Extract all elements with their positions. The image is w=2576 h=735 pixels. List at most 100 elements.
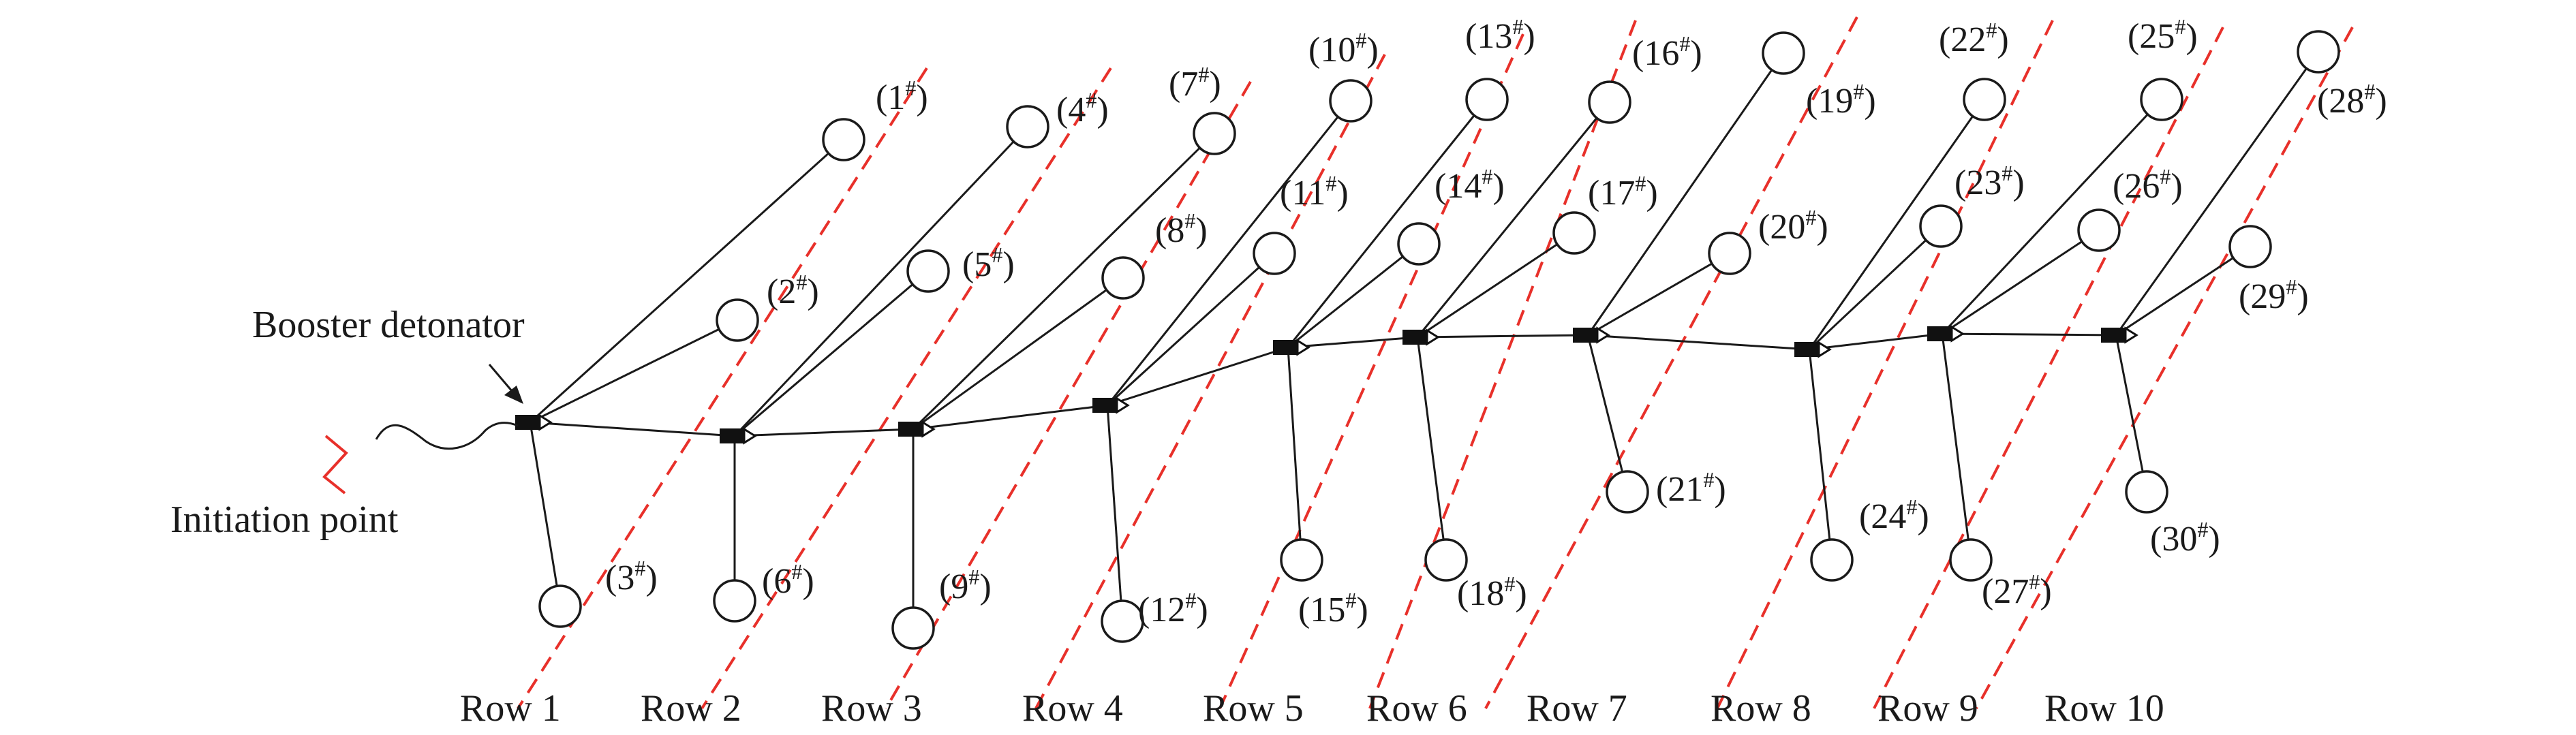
blast-hole-29: [2228, 225, 2272, 268]
blast-hole-26: [2077, 208, 2121, 252]
booster-arrowhead: [504, 386, 523, 404]
trunk-wire: [1942, 332, 2117, 337]
trunk-wire: [913, 404, 1108, 431]
blast-hole-27: [1949, 538, 1993, 582]
blast-holes: [538, 30, 2340, 650]
hole-label-9: (9#): [939, 565, 992, 606]
blast-hole-20: [1708, 232, 1751, 275]
hole-label-19: (19#): [1806, 79, 1876, 121]
row-line-6: [1368, 20, 1637, 709]
branch-wire: [1287, 347, 1303, 561]
blast-hole-12: [1101, 599, 1144, 643]
branch-wire: [733, 125, 1029, 437]
row-line-4: [1034, 54, 1386, 709]
branch-wire: [1106, 252, 1276, 407]
hole-label-20: (20#): [1758, 205, 1828, 247]
hole-label-17: (17#): [1588, 171, 1658, 213]
blast-hole-28: [2297, 30, 2340, 74]
row-line-10: [1975, 27, 2354, 709]
trunk-wire: [734, 428, 914, 437]
blast-hole-10: [1329, 79, 1373, 123]
detonating-wires: [529, 51, 2320, 628]
branch-wire: [530, 319, 738, 424]
branch-wire: [1106, 100, 1352, 406]
hole-label-18: (18#): [1457, 572, 1527, 613]
branch-wire: [1417, 232, 1575, 339]
hole-label-5: (5#): [962, 243, 1015, 284]
branch-wire: [1808, 349, 1833, 561]
branch-wire: [734, 270, 929, 437]
initiation-point-label: Initiation point: [170, 499, 399, 541]
branch-wire: [529, 138, 845, 424]
branch-wire: [912, 132, 1216, 431]
delay-detonator: [1273, 339, 1310, 356]
row-line-2: [701, 67, 1112, 710]
hole-label-10: (10#): [1308, 28, 1379, 69]
branch-wire: [1941, 98, 2163, 335]
hole-label-7: (7#): [1169, 62, 1221, 104]
branch-wire: [913, 277, 1124, 431]
delay-detonator: [898, 420, 936, 438]
branch-wire: [2115, 334, 2148, 492]
trunk-wire: [1809, 332, 1943, 351]
row-line-5: [1218, 33, 1524, 709]
row-line-3: [885, 80, 1252, 710]
blast-hole-17: [1552, 211, 1596, 255]
delay-detonator: [2101, 326, 2138, 344]
hole-label-3: (3#): [605, 556, 658, 597]
row-label-10: Row 10: [2044, 687, 2164, 730]
blast-hole-13: [1465, 78, 1509, 121]
hole-labels: (1#)(2#)(3#)(4#)(5#)(6#)(7#)(8#)(9#)(10#…: [605, 14, 2387, 629]
blast-hole-2: [716, 298, 759, 342]
booster-arrow: [488, 364, 514, 392]
delay-detonator: [1573, 326, 1610, 344]
row-label-1: Row 1: [460, 687, 561, 730]
delay-detonator: [1402, 328, 1440, 346]
hole-label-1: (1#): [876, 76, 928, 117]
trunk-wire: [1287, 336, 1418, 349]
trunk-wire: [1587, 334, 1810, 351]
blast-hole-16: [1588, 80, 1631, 124]
row-label-2: Row 2: [641, 687, 741, 730]
blast-hole-1: [822, 118, 865, 161]
blast-hole-24: [1810, 538, 1854, 582]
hole-label-26: (26#): [2113, 164, 2183, 206]
blast-hole-6: [713, 579, 756, 623]
blast-hole-14: [1397, 222, 1441, 266]
hole-label-4: (4#): [1056, 88, 1109, 129]
row-label-7: Row 7: [1527, 687, 1627, 730]
blast-hole-25: [2140, 78, 2183, 121]
hole-label-6: (6#): [762, 559, 814, 601]
trunk-wire: [1417, 334, 1589, 339]
row-line-1: [517, 67, 928, 710]
branch-wire: [1416, 101, 1611, 338]
row-line-7: [1484, 16, 1858, 709]
hole-label-29: (29#): [2239, 275, 2309, 316]
row-label-4: Row 4: [1022, 687, 1123, 730]
hole-label-15: (15#): [1298, 588, 1368, 629]
detonators: [515, 325, 2138, 445]
delay-detonator: [1092, 396, 1130, 414]
hole-label-14: (14#): [1435, 164, 1505, 206]
branch-wire: [2115, 245, 2251, 337]
blast-hole-8: [1101, 256, 1145, 300]
branch-wire: [1808, 225, 1942, 351]
blast-hole-19: [1762, 31, 1805, 75]
branch-wire: [1808, 99, 1986, 350]
branch-wire: [529, 422, 562, 607]
branch-wire: [1106, 405, 1124, 622]
branch-wire: [1941, 333, 1972, 561]
hole-label-8: (8#): [1155, 208, 1208, 250]
lead-wire: [375, 422, 519, 450]
hole-label-23: (23#): [1954, 161, 2025, 202]
branch-wire: [2115, 51, 2320, 336]
hole-label-25: (25#): [2128, 14, 2198, 56]
trunk-wire: [530, 421, 735, 437]
blast-hole-15: [1280, 538, 1323, 582]
blast-hole-7: [1193, 112, 1236, 155]
branch-wire: [1586, 52, 1785, 336]
trunk-wire: [1107, 346, 1289, 407]
row-label-5: Row 5: [1203, 687, 1304, 730]
